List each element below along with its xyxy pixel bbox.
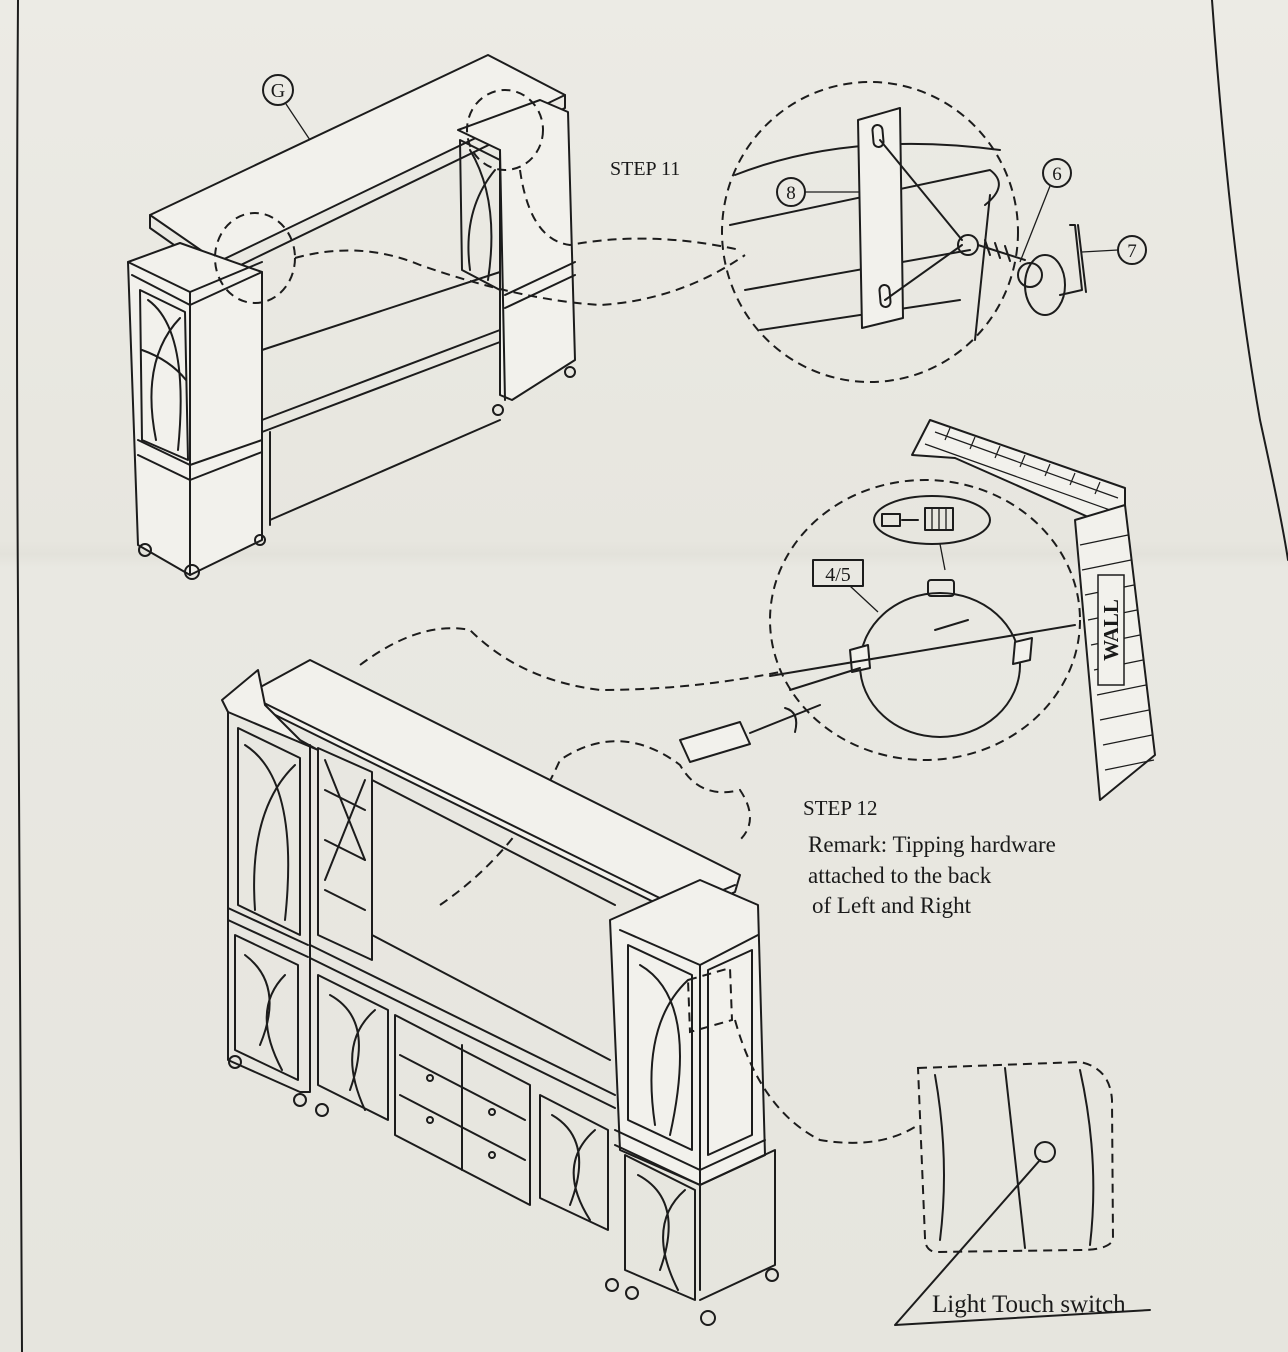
bracket-plate-8 — [857, 107, 904, 329]
left-glass-door — [139, 289, 189, 461]
step11-title: STEP 11 — [610, 158, 680, 180]
right-glass-door-front — [627, 944, 693, 1151]
center-left-door — [317, 974, 389, 1121]
remark-line-1: Remark: Tipping hardware — [808, 832, 1056, 857]
right-border-line — [1211, 0, 1288, 561]
second-glass-door — [317, 747, 373, 961]
part-45-label: 4/5 — [825, 564, 851, 586]
drawer-block — [394, 1014, 531, 1206]
step11-zoom-detail — [721, 81, 1147, 383]
remark-line-3: of Left and Right — [812, 893, 972, 918]
step12-wall-detail — [359, 419, 1156, 906]
light-touch-switch-label: Light Touch switch — [932, 1291, 1126, 1318]
left-lower-door — [234, 934, 299, 1081]
allen-key-7 — [1059, 224, 1083, 296]
detail-circle-right — [466, 89, 544, 171]
assembled-top-board — [254, 659, 741, 916]
wall-label-box — [1097, 574, 1125, 686]
step12-title: STEP 12 — [803, 796, 877, 820]
middle-shelf — [261, 271, 501, 351]
center-right-door — [539, 1094, 609, 1231]
switch-detail-box — [916, 1060, 1115, 1254]
part-g-marker — [262, 74, 294, 106]
safety-strap-45 — [859, 592, 1021, 738]
step11-cabinet-drawing — [127, 54, 746, 580]
wall-label: WALL — [1099, 599, 1123, 661]
strap-zoom-circle — [769, 479, 1081, 761]
remark-line-2: attached to the back — [808, 863, 992, 888]
bracket-zoom-circle — [721, 81, 1019, 383]
light-touch-switch-callout — [894, 1060, 1151, 1326]
step12-cabinet-drawing — [221, 659, 919, 1326]
part-8-label: 8 — [786, 183, 796, 204]
right-lower-door — [624, 1154, 696, 1301]
switch-location-marker — [686, 966, 734, 1034]
left-tower — [127, 242, 263, 576]
part-g-label: G — [271, 80, 285, 102]
left-glass-door-front — [237, 727, 301, 936]
part-7-label: 7 — [1127, 241, 1137, 262]
left-border-line — [16, 0, 23, 1352]
washer-ring — [1024, 254, 1066, 316]
screwdriver-handle — [679, 721, 751, 763]
right-tower — [457, 99, 576, 401]
part-6-label: 6 — [1052, 164, 1062, 185]
touch-switch-button — [1034, 1141, 1056, 1163]
connector-bubble — [873, 495, 991, 545]
right-glass-door — [459, 139, 501, 291]
